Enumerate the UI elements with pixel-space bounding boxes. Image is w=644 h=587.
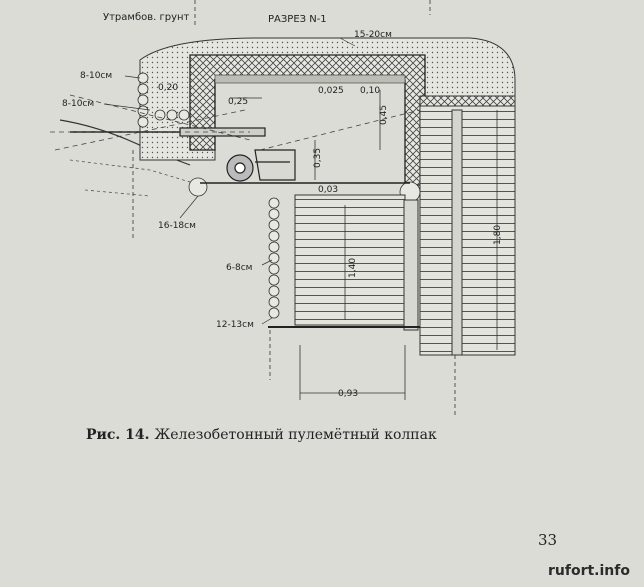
label-dim-010: 0,10 [360,86,380,96]
label-dim-0025: 0,025 [318,86,344,96]
leader-lines [103,37,356,325]
watermark: rufort.info [548,563,630,579]
label-dim-003: 0,03 [318,185,338,195]
label-wall-logs: 6-8см [226,263,252,273]
label-dim-025: 0,25 [228,97,248,107]
section-title: РАЗРЕЗ N-1 [268,14,327,25]
trench-wall-right [419,99,516,356]
page-number: 33 [538,531,558,549]
roof-slab-inner [214,74,406,84]
figure-caption: Рис. 14.Железобетонный пулемётный колпак [86,427,437,443]
trench-logs-left [268,197,280,319]
trench-post-right [403,199,419,331]
label-roof-thickness: 15-20см [354,30,392,40]
concrete-cap [189,54,426,186]
firing-sector-lines [50,94,421,151]
label-log-mid: 8-10см [62,99,94,109]
label-width-093: 0,93 [338,389,358,399]
trench-top-beam [419,95,516,107]
label-floor-logs: 12-13см [216,320,254,330]
label-height-180: 1,80 [493,225,503,245]
label-tamped-soil: Утрамбов. грунт [103,12,190,23]
figure-number: Рис. 14. [86,427,150,443]
label-height-140: 1,40 [348,258,358,278]
wall-post [451,109,463,356]
label-dim-035: 0,35 [313,148,323,168]
trench-planks [294,194,406,326]
label-dim-045: 0,45 [379,105,389,125]
label-log-bottom: 16-18см [158,221,196,231]
label-dim-020: 0,20 [158,83,178,93]
figure-caption-text: Железобетонный пулемётный колпак [154,427,437,443]
label-log-top: 8-10см [80,71,112,81]
dimension-lines [132,0,498,415]
